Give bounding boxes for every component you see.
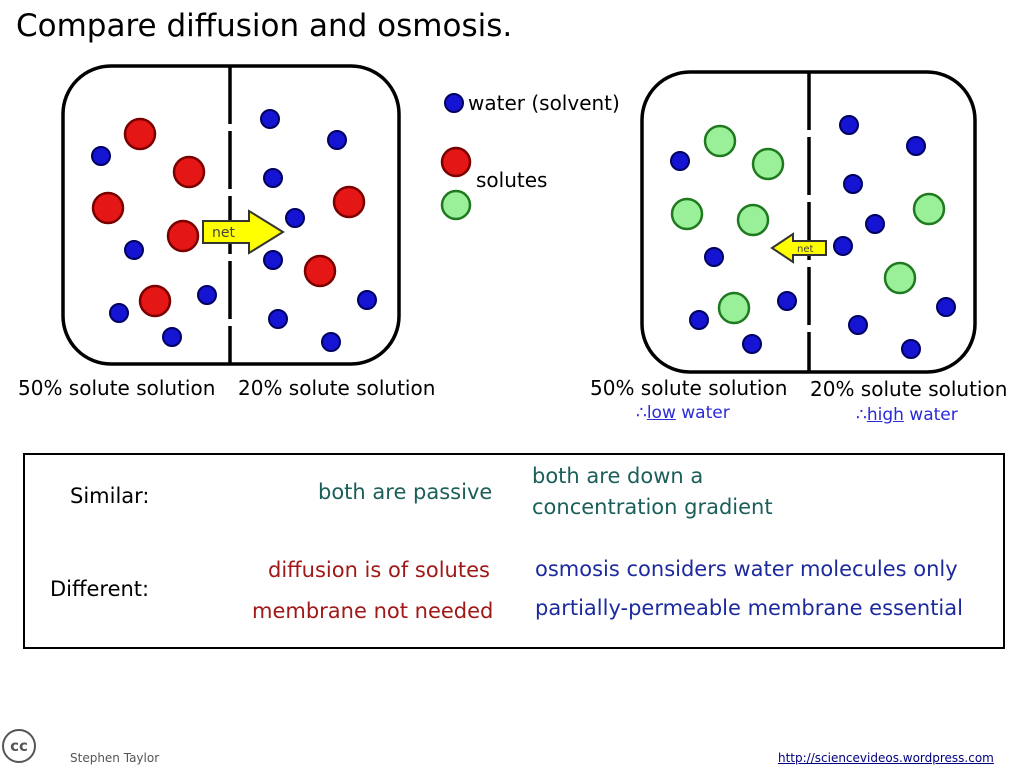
solute-particle [332, 185, 366, 219]
similar-point-gradient-line2: concentration gradient [532, 495, 773, 519]
diffusion-left-label: 50% solute solution [18, 376, 216, 400]
water-molecule [901, 339, 921, 359]
water-molecule [906, 136, 926, 156]
water-molecule [357, 290, 377, 310]
similar-point-gradient-line1: both are down a [532, 464, 704, 488]
author-credit: Stephen Taylor [70, 751, 160, 765]
page-title: Compare diffusion and osmosis. [16, 8, 513, 44]
solute-particle [883, 261, 917, 295]
similar-point-passive: both are passive [318, 480, 493, 504]
water-molecule [833, 236, 853, 256]
water-molecule [268, 309, 288, 329]
water-molecule [704, 247, 724, 267]
therefore-symbol: ∴ [856, 405, 867, 425]
solute-particle [912, 192, 946, 226]
diffusion-difference-1: diffusion is of solutes [268, 558, 490, 582]
legend-solute-green [440, 189, 472, 221]
water-molecule [162, 327, 182, 347]
solute-particle [670, 197, 704, 231]
solute-particle [303, 254, 337, 288]
water-molecule [848, 315, 868, 335]
note-rest: water [675, 403, 730, 423]
low-keyword: low [646, 403, 676, 423]
legend: water (solvent) solutes [440, 91, 620, 221]
solute-particle [703, 124, 737, 158]
water-molecule [109, 303, 129, 323]
similar-label: Similar: [70, 484, 150, 508]
water-molecule [742, 334, 762, 354]
osmosis-left-label: 50% solute solution [590, 376, 788, 400]
diffusion-difference-2: membrane not needed [252, 599, 494, 623]
solute-particle [123, 117, 157, 151]
solute-particle [172, 155, 206, 189]
diffusion-right-label: 20% solute solution [238, 376, 436, 400]
diffusion-arrow-label: net [212, 225, 235, 241]
diffusion-net-arrow: net [202, 209, 285, 255]
water-molecule [321, 332, 341, 352]
legend-water-label: water (solvent) [468, 91, 620, 115]
therefore-symbol: ∴ [636, 403, 647, 423]
osmosis-net-arrow: net [770, 232, 827, 264]
water-molecule [843, 174, 863, 194]
diffusion-diagram: net [61, 64, 401, 366]
solute-particle [736, 203, 770, 237]
osmosis-left-note: ∴low water [636, 403, 730, 423]
legend-water-dot [444, 93, 464, 113]
comparison-box [23, 453, 1005, 649]
legend-solute-red [440, 146, 472, 178]
legend-solutes-label: solutes [476, 168, 547, 192]
solute-particle [717, 291, 751, 325]
water-molecule [689, 310, 709, 330]
water-molecule [839, 115, 859, 135]
osmosis-difference-1: osmosis considers water molecules only [535, 557, 958, 581]
osmosis-arrow-label: net [797, 244, 813, 255]
osmosis-difference-2: partially-permeable membrane essential [535, 596, 963, 620]
solute-particle [751, 147, 785, 181]
osmosis-right-note: ∴high water [856, 405, 958, 425]
water-molecule [285, 208, 305, 228]
solute-particle [166, 219, 200, 253]
water-molecule [777, 291, 797, 311]
solute-particle [91, 191, 125, 225]
water-molecule [936, 297, 956, 317]
note-rest: water [903, 405, 958, 425]
water-molecule [197, 285, 217, 305]
water-molecule [327, 130, 347, 150]
different-label: Different: [50, 577, 150, 601]
solute-particle [138, 284, 172, 318]
diagram-canvas: net water (solvent) solutes net [61, 64, 977, 374]
water-molecule [91, 146, 111, 166]
source-link[interactable]: http://sciencevideos.wordpress.com [778, 751, 994, 765]
water-molecule [670, 151, 690, 171]
osmosis-diagram: net [640, 70, 977, 374]
creative-commons-icon: cc [2, 729, 36, 763]
water-molecule [263, 250, 283, 270]
high-keyword: high [866, 405, 904, 425]
water-molecule [124, 240, 144, 260]
osmosis-right-label: 20% solute solution [810, 377, 1008, 401]
water-molecule [865, 214, 885, 234]
water-molecule [263, 168, 283, 188]
water-molecule [260, 109, 280, 129]
